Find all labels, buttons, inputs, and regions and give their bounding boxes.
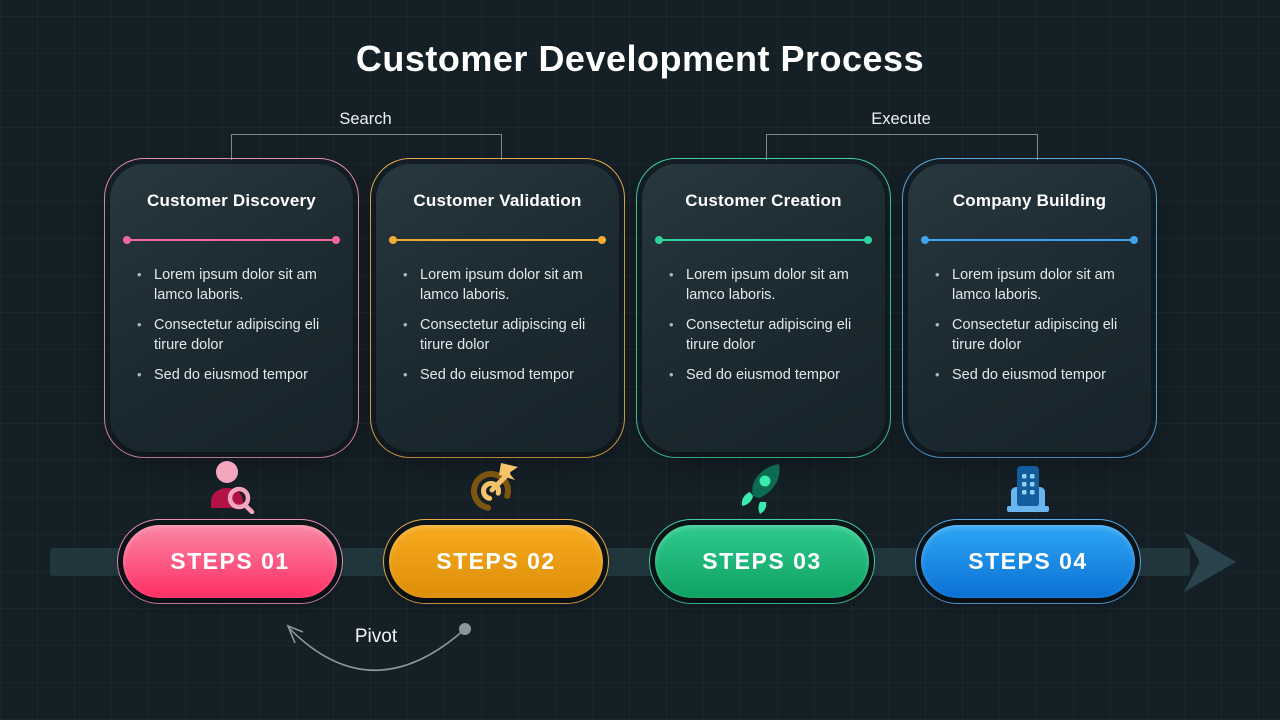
rocket-icon xyxy=(741,464,780,514)
timeline-arrowhead-icon xyxy=(1184,532,1236,592)
pivot-start-dot xyxy=(459,623,471,635)
pivot-arrowhead-icon xyxy=(286,624,304,644)
step-label: STEPS 02 xyxy=(436,548,556,574)
bullet-item: Lorem ipsum dolor sit am lamco laboris. xyxy=(135,265,335,305)
bullet-item: Consectetur adipiscing eli tirure dolor xyxy=(401,315,601,355)
card-customer-validation: Customer Validation Lorem ipsum dolor si… xyxy=(370,158,625,458)
card-bullet-list: Lorem ipsum dolor sit am lamco laboris. … xyxy=(135,265,335,395)
pivot-label: Pivot xyxy=(354,626,398,647)
card-customer-discovery: Customer Discovery Lorem ipsum dolor sit… xyxy=(104,158,359,458)
search-bracket-line xyxy=(231,134,502,160)
target-arrow-icon xyxy=(470,463,518,511)
card-divider-line xyxy=(921,236,1138,244)
bullet-item: Consectetur adipiscing eli tirure dolor xyxy=(933,315,1133,355)
bullet-item: Sed do eiusmod tempor xyxy=(933,365,1133,385)
card-bullet-list: Lorem ipsum dolor sit am lamco laboris. … xyxy=(933,265,1133,395)
step-pill-01: STEPS 01 xyxy=(117,519,343,604)
building-icon xyxy=(1007,466,1049,512)
step-pill-fill: STEPS 02 xyxy=(389,525,603,598)
bullet-item: Lorem ipsum dolor sit am lamco laboris. xyxy=(667,265,867,305)
step-pill-04: STEPS 04 xyxy=(915,519,1141,604)
card-divider-line xyxy=(655,236,872,244)
step-label: STEPS 04 xyxy=(968,548,1088,574)
phase-label-search: Search xyxy=(339,110,392,128)
bullet-item: Consectetur adipiscing eli tirure dolor xyxy=(667,315,867,355)
step-pill-03: STEPS 03 xyxy=(649,519,875,604)
page-title: Customer Development Process xyxy=(355,38,925,79)
bullet-item: Sed do eiusmod tempor xyxy=(667,365,867,385)
step-pill-02: STEPS 02 xyxy=(383,519,609,604)
bullet-item: Lorem ipsum dolor sit am lamco laboris. xyxy=(933,265,1133,305)
card-bullet-list: Lorem ipsum dolor sit am lamco laboris. … xyxy=(667,265,867,395)
bullet-item: Lorem ipsum dolor sit am lamco laboris. xyxy=(401,265,601,305)
step-label: STEPS 01 xyxy=(170,548,290,574)
step-pill-fill: STEPS 03 xyxy=(655,525,869,598)
user-search-icon xyxy=(211,461,255,514)
card-title: Company Building xyxy=(952,191,1107,210)
card-divider-line xyxy=(123,236,340,244)
step-pill-fill: STEPS 01 xyxy=(123,525,337,598)
card-title: Customer Validation xyxy=(413,191,582,210)
step-pill-fill: STEPS 04 xyxy=(921,525,1135,598)
bullet-item: Consectetur adipiscing eli tirure dolor xyxy=(135,315,335,355)
card-divider-line xyxy=(389,236,606,244)
card-title: Customer Creation xyxy=(685,191,842,210)
bullet-item: Sed do eiusmod tempor xyxy=(135,365,335,385)
card-title: Customer Discovery xyxy=(147,191,316,210)
card-background xyxy=(642,164,885,452)
card-customer-creation: Customer Creation Lorem ipsum dolor sit … xyxy=(636,158,891,458)
card-background xyxy=(376,164,619,452)
bullet-item: Sed do eiusmod tempor xyxy=(401,365,601,385)
execute-bracket-line xyxy=(766,134,1038,160)
card-background xyxy=(908,164,1151,452)
phase-label-execute: Execute xyxy=(871,110,931,128)
card-background xyxy=(110,164,353,452)
card-company-building: Company Building Lorem ipsum dolor sit a… xyxy=(902,158,1157,458)
step-label: STEPS 03 xyxy=(702,548,822,574)
card-bullet-list: Lorem ipsum dolor sit am lamco laboris. … xyxy=(401,265,601,395)
